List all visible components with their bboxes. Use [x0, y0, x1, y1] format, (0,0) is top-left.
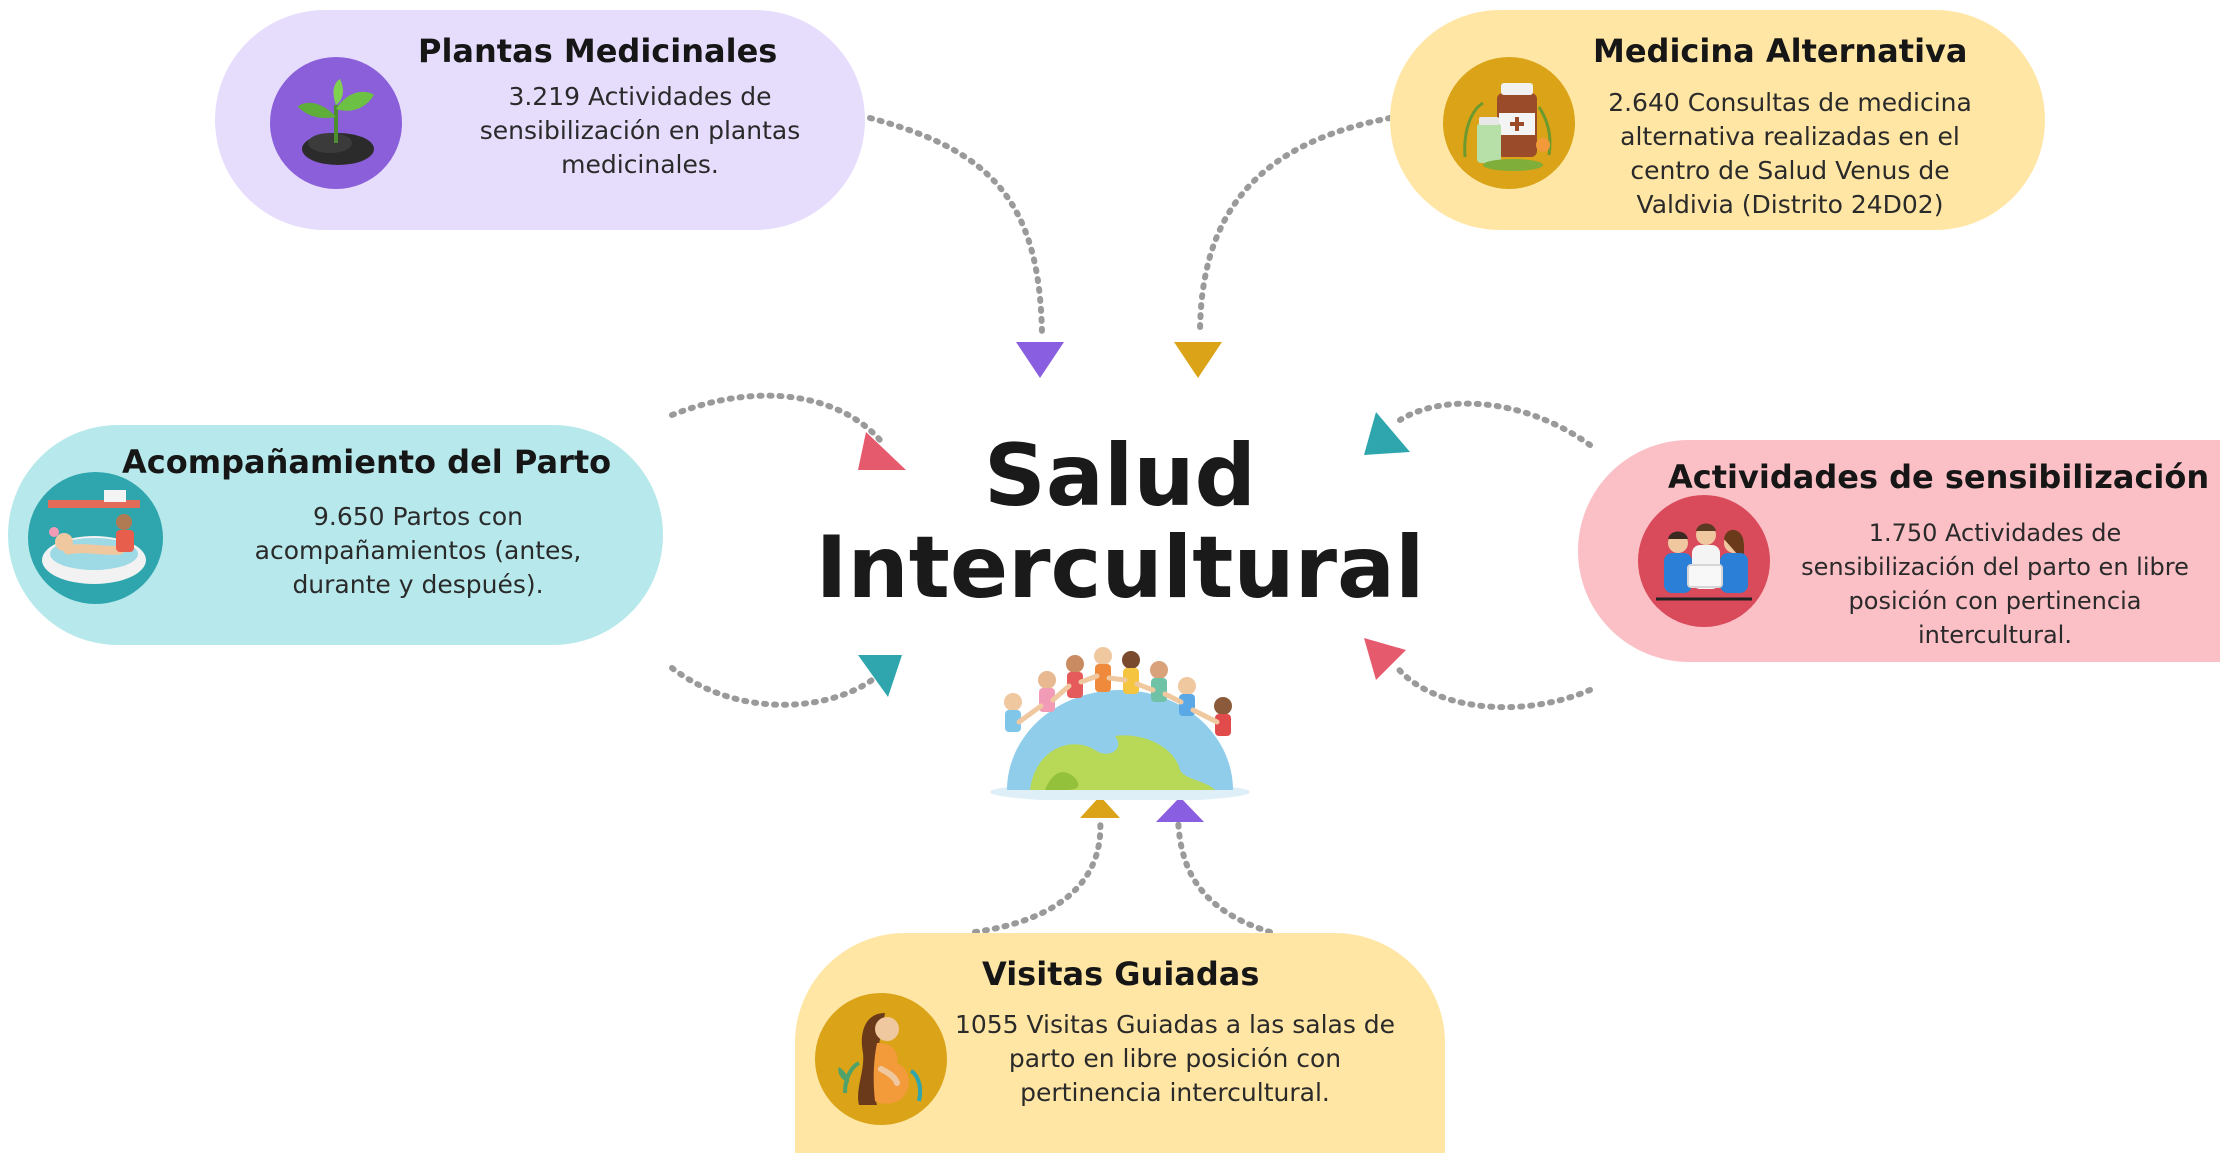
arrowhead-visitas-gold [1080, 796, 1120, 818]
medicine-bottles-icon [1443, 57, 1575, 189]
arrowhead-parto-top [858, 432, 906, 470]
arrowhead-actividades-bottom [1364, 638, 1406, 680]
card-description: 1.750 Actividades de sensibilización del… [1801, 519, 2189, 649]
card-visitas-guiadas: Visitas Guiadas 1055 Visitas Guiadas a l… [795, 933, 1445, 1153]
card-title: Actividades de sensibilización [1668, 458, 2210, 496]
arrowhead-visitas-purple [1156, 797, 1204, 822]
card-acompanamiento-parto: Acompañamiento del Parto 9.650 Partos co… [8, 425, 663, 645]
card-description: 2.640 Consultas de medicina alternativa … [1608, 88, 1972, 219]
arrowhead-parto-bottom [858, 655, 902, 697]
arrowhead-actividades-top [1364, 412, 1410, 455]
card-actividades-sensibilizacion: Actividades de sensibilización 1.750 Act… [1578, 440, 2220, 662]
arrowhead-plantas [1016, 342, 1064, 378]
connector-parto-bottom [669, 665, 875, 708]
connector-plantas [867, 115, 1045, 338]
center-title-line1: Salud [983, 426, 1257, 526]
card-title: Plantas Medicinales [418, 32, 778, 70]
connector-visitas-left [972, 815, 1104, 935]
arrowhead-medicina [1174, 342, 1222, 378]
card-plantas-medicinales: Plantas Medicinales 3.219 Actividades de… [215, 10, 865, 230]
card-title: Visitas Guiadas [982, 955, 1260, 993]
center-title: Salud Intercultural [780, 430, 1460, 614]
card-title: Medicina Alternativa [1593, 32, 1968, 70]
card-description: 1055 Visitas Guiadas a las salas de part… [954, 1010, 1396, 1107]
children-around-globe-icon [990, 647, 1250, 800]
card-title: Acompañamiento del Parto [122, 443, 612, 481]
connector-parto-top [669, 392, 883, 443]
card-description: 9.650 Partos con acompañamientos (antes,… [254, 502, 582, 599]
plant-sprout-icon [270, 57, 402, 189]
card-medicina-alternativa: Medicina Alternativa 2.640 Consultas de … [1390, 10, 2045, 230]
group-reading-icon [1638, 495, 1770, 627]
birth-support-icon [28, 472, 163, 604]
connector-medicina [1197, 115, 1393, 338]
connector-visitas-right [1175, 815, 1273, 935]
connector-actividades-top [1397, 400, 1593, 448]
card-description: 3.219 Actividades de sensibilización en … [479, 82, 801, 179]
pregnant-woman-icon [815, 993, 947, 1125]
center-title-line2: Intercultural [815, 518, 1425, 618]
connector-actividades-bottom [1392, 662, 1593, 711]
